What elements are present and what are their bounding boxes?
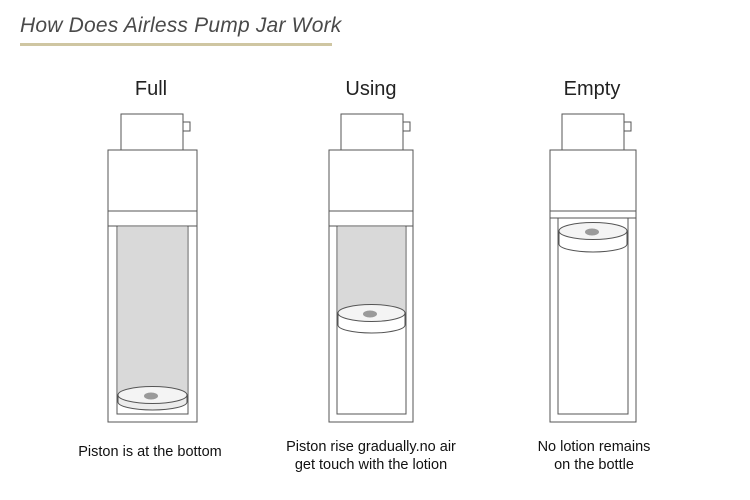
caption-empty-line-1: No lotion remains: [537, 439, 651, 455]
caption-full-line-1: Piston is at the bottom: [78, 444, 222, 460]
bottle-empty: [549, 113, 637, 423]
caption-empty-line-2: on the bottle: [554, 457, 634, 473]
pump-head-empty: [561, 113, 632, 151]
piston-full: [117, 386, 188, 411]
lotion-fill-full: [118, 227, 187, 395]
caption-using-line-1: Piston rise gradually.no air: [286, 439, 456, 455]
lotion-fill-using: [338, 227, 405, 313]
bottle-full: [107, 113, 198, 423]
caption-empty: No lotion remains on the bottle: [474, 438, 714, 474]
piston-empty: [558, 222, 628, 253]
page-title: How Does Airless Pump Jar Work: [20, 14, 342, 37]
pump-head-using: [340, 113, 411, 151]
caption-full: Piston is at the bottom: [30, 443, 270, 461]
stage-title-full: Full: [134, 78, 168, 100]
title-underline: [20, 43, 332, 46]
bottle-using: [328, 113, 414, 423]
caption-using: Piston rise gradually.no air get touch w…: [251, 438, 491, 474]
pump-head-full: [120, 113, 191, 151]
stage-title-using: Using: [345, 78, 397, 100]
stage-title-empty: Empty: [563, 78, 621, 100]
caption-using-line-2: get touch with the lotion: [294, 457, 448, 473]
piston-using: [337, 304, 406, 334]
